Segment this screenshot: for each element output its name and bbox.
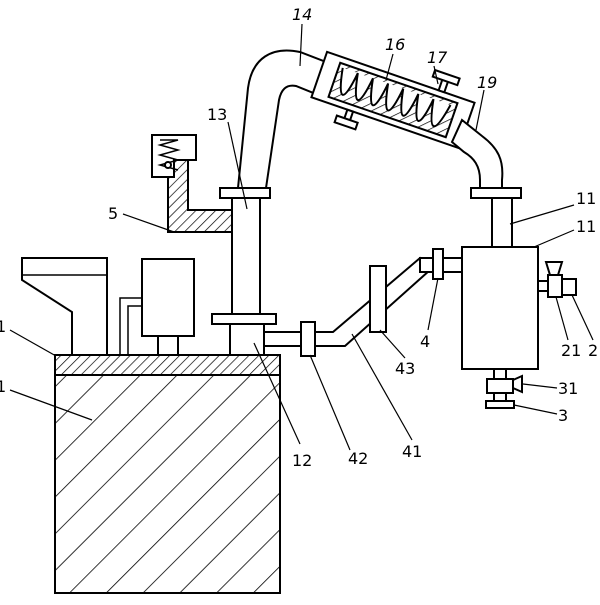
leader-1	[9, 389, 93, 421]
hopper	[21, 257, 108, 356]
valve-21-funnel	[544, 261, 564, 276]
label-42: 42	[348, 449, 368, 468]
bent-pipe-19	[450, 118, 522, 249]
pipe-11-neck	[491, 197, 513, 249]
label-41: 41	[402, 442, 422, 461]
motor-base	[157, 335, 179, 356]
valve-17-handle	[431, 68, 461, 87]
leader-41	[351, 333, 413, 441]
valve-31-body	[486, 378, 514, 394]
spring-coil	[157, 139, 181, 171]
label-14: 14	[292, 5, 312, 24]
base-body	[54, 354, 281, 594]
leader-11-left	[9, 329, 57, 357]
tank-body	[461, 246, 539, 370]
label-12: 12	[292, 451, 312, 470]
label-13: 13	[207, 105, 227, 124]
label-1: 1	[0, 377, 6, 396]
mount-foot	[333, 114, 359, 131]
pipe-19-flange	[470, 187, 522, 199]
reactor-tank	[461, 246, 577, 409]
flange-42	[300, 321, 316, 357]
leader-31	[522, 383, 558, 389]
label-11-left: 1	[0, 317, 6, 336]
heater-tube-16	[310, 50, 476, 150]
valve-31-arrow	[512, 374, 523, 394]
label-11-lower: 11	[576, 217, 596, 236]
pipe-13-shaft	[231, 197, 261, 321]
leader-13	[227, 121, 248, 210]
side-valve-stub	[537, 280, 549, 292]
pipe-12-base	[229, 323, 265, 356]
pipe-42-horizontal	[263, 331, 305, 347]
motor-cable-outer	[119, 297, 142, 355]
pipe-13-lower-flange	[211, 313, 277, 325]
label-5: 5	[108, 204, 118, 223]
label-2: 2	[588, 341, 598, 360]
heater-right-wall	[445, 102, 459, 138]
leader-43	[379, 329, 406, 359]
motor-unit	[119, 258, 195, 356]
pipe-14-elbow	[236, 49, 328, 189]
pipe-13-upper-flange	[219, 187, 271, 199]
hopper-body	[21, 257, 108, 356]
valve-21-body	[547, 274, 563, 298]
leader-21	[555, 296, 569, 341]
flange-4	[432, 248, 444, 280]
leader-42	[309, 354, 351, 451]
label-17: 17	[427, 48, 448, 67]
heater-coil	[339, 67, 452, 128]
label-11-upper: 11	[576, 189, 596, 208]
bent-pipe-14	[236, 49, 328, 189]
leader-14	[299, 23, 303, 67]
outlet-3-plate	[485, 400, 515, 409]
leader-12	[253, 342, 301, 445]
leader-2	[571, 294, 594, 341]
leader-lines	[9, 23, 594, 451]
flange-43-plate	[369, 265, 387, 333]
vertical-pipe-13	[211, 187, 277, 356]
pipe-4-to-tank	[442, 257, 463, 273]
heater-left-wall	[327, 62, 341, 98]
leader-17	[433, 65, 439, 85]
bottom-stub	[493, 368, 507, 380]
motor-cable-inner	[127, 305, 142, 355]
label-3: 3	[558, 406, 568, 425]
motor-box	[141, 258, 195, 337]
label-19: 19	[477, 73, 497, 92]
label-4: 4	[420, 332, 430, 351]
outlet-neck	[493, 392, 507, 402]
bracket-assembly	[151, 134, 233, 233]
leader-4	[427, 277, 439, 331]
leader-19	[475, 89, 485, 131]
leader-16	[385, 53, 394, 81]
label-31: 31	[558, 379, 578, 398]
leader-3	[513, 404, 558, 415]
connection-pipe-41	[263, 248, 463, 357]
base-block	[54, 374, 281, 594]
base-top-plate	[54, 354, 281, 376]
part-labels: 1 1 5 13 14 16 17 19 11 11 12 42 41 43 4…	[0, 5, 598, 470]
pipe-19-elbow	[450, 118, 504, 189]
valve-2-cap	[561, 278, 577, 296]
label-21: 21	[561, 341, 581, 360]
label-43: 43	[395, 359, 415, 378]
leader-5	[122, 213, 175, 233]
leader-11-upper	[509, 204, 575, 225]
label-16: 16	[385, 35, 405, 54]
spring-pin	[164, 161, 172, 169]
leader-11-lower	[533, 229, 575, 248]
